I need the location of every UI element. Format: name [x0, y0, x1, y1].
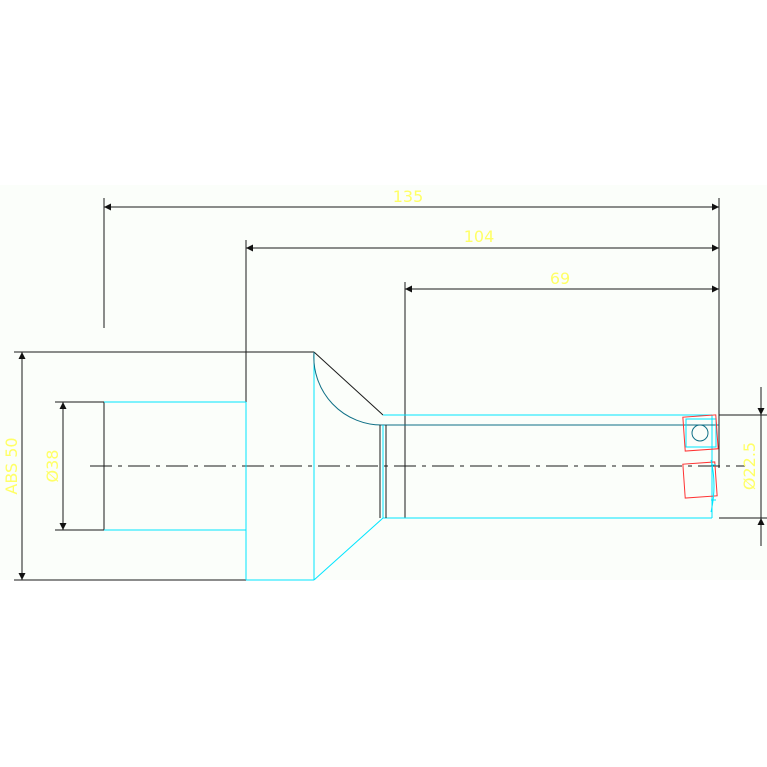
dimension-135-label: 135 [393, 187, 424, 206]
dimension-abs-50-label: ABS 50 [2, 437, 21, 494]
dimension-104: 104 [245, 227, 719, 352]
drawing-background [0, 185, 767, 580]
dimension-135: 135 [103, 187, 720, 468]
dimension-69: 69 [404, 269, 719, 518]
dimension-dia-38: Ø38 [43, 401, 104, 531]
part-outline [22, 351, 719, 581]
dimension-69-label: 69 [550, 269, 570, 288]
dimension-dia-38-label: Ø38 [43, 450, 62, 483]
dimension-104-label: 104 [464, 227, 495, 246]
dimension-dia-22-5: Ø22.5 [719, 387, 767, 546]
dimension-dia-22-5-label: Ø22.5 [740, 442, 759, 490]
